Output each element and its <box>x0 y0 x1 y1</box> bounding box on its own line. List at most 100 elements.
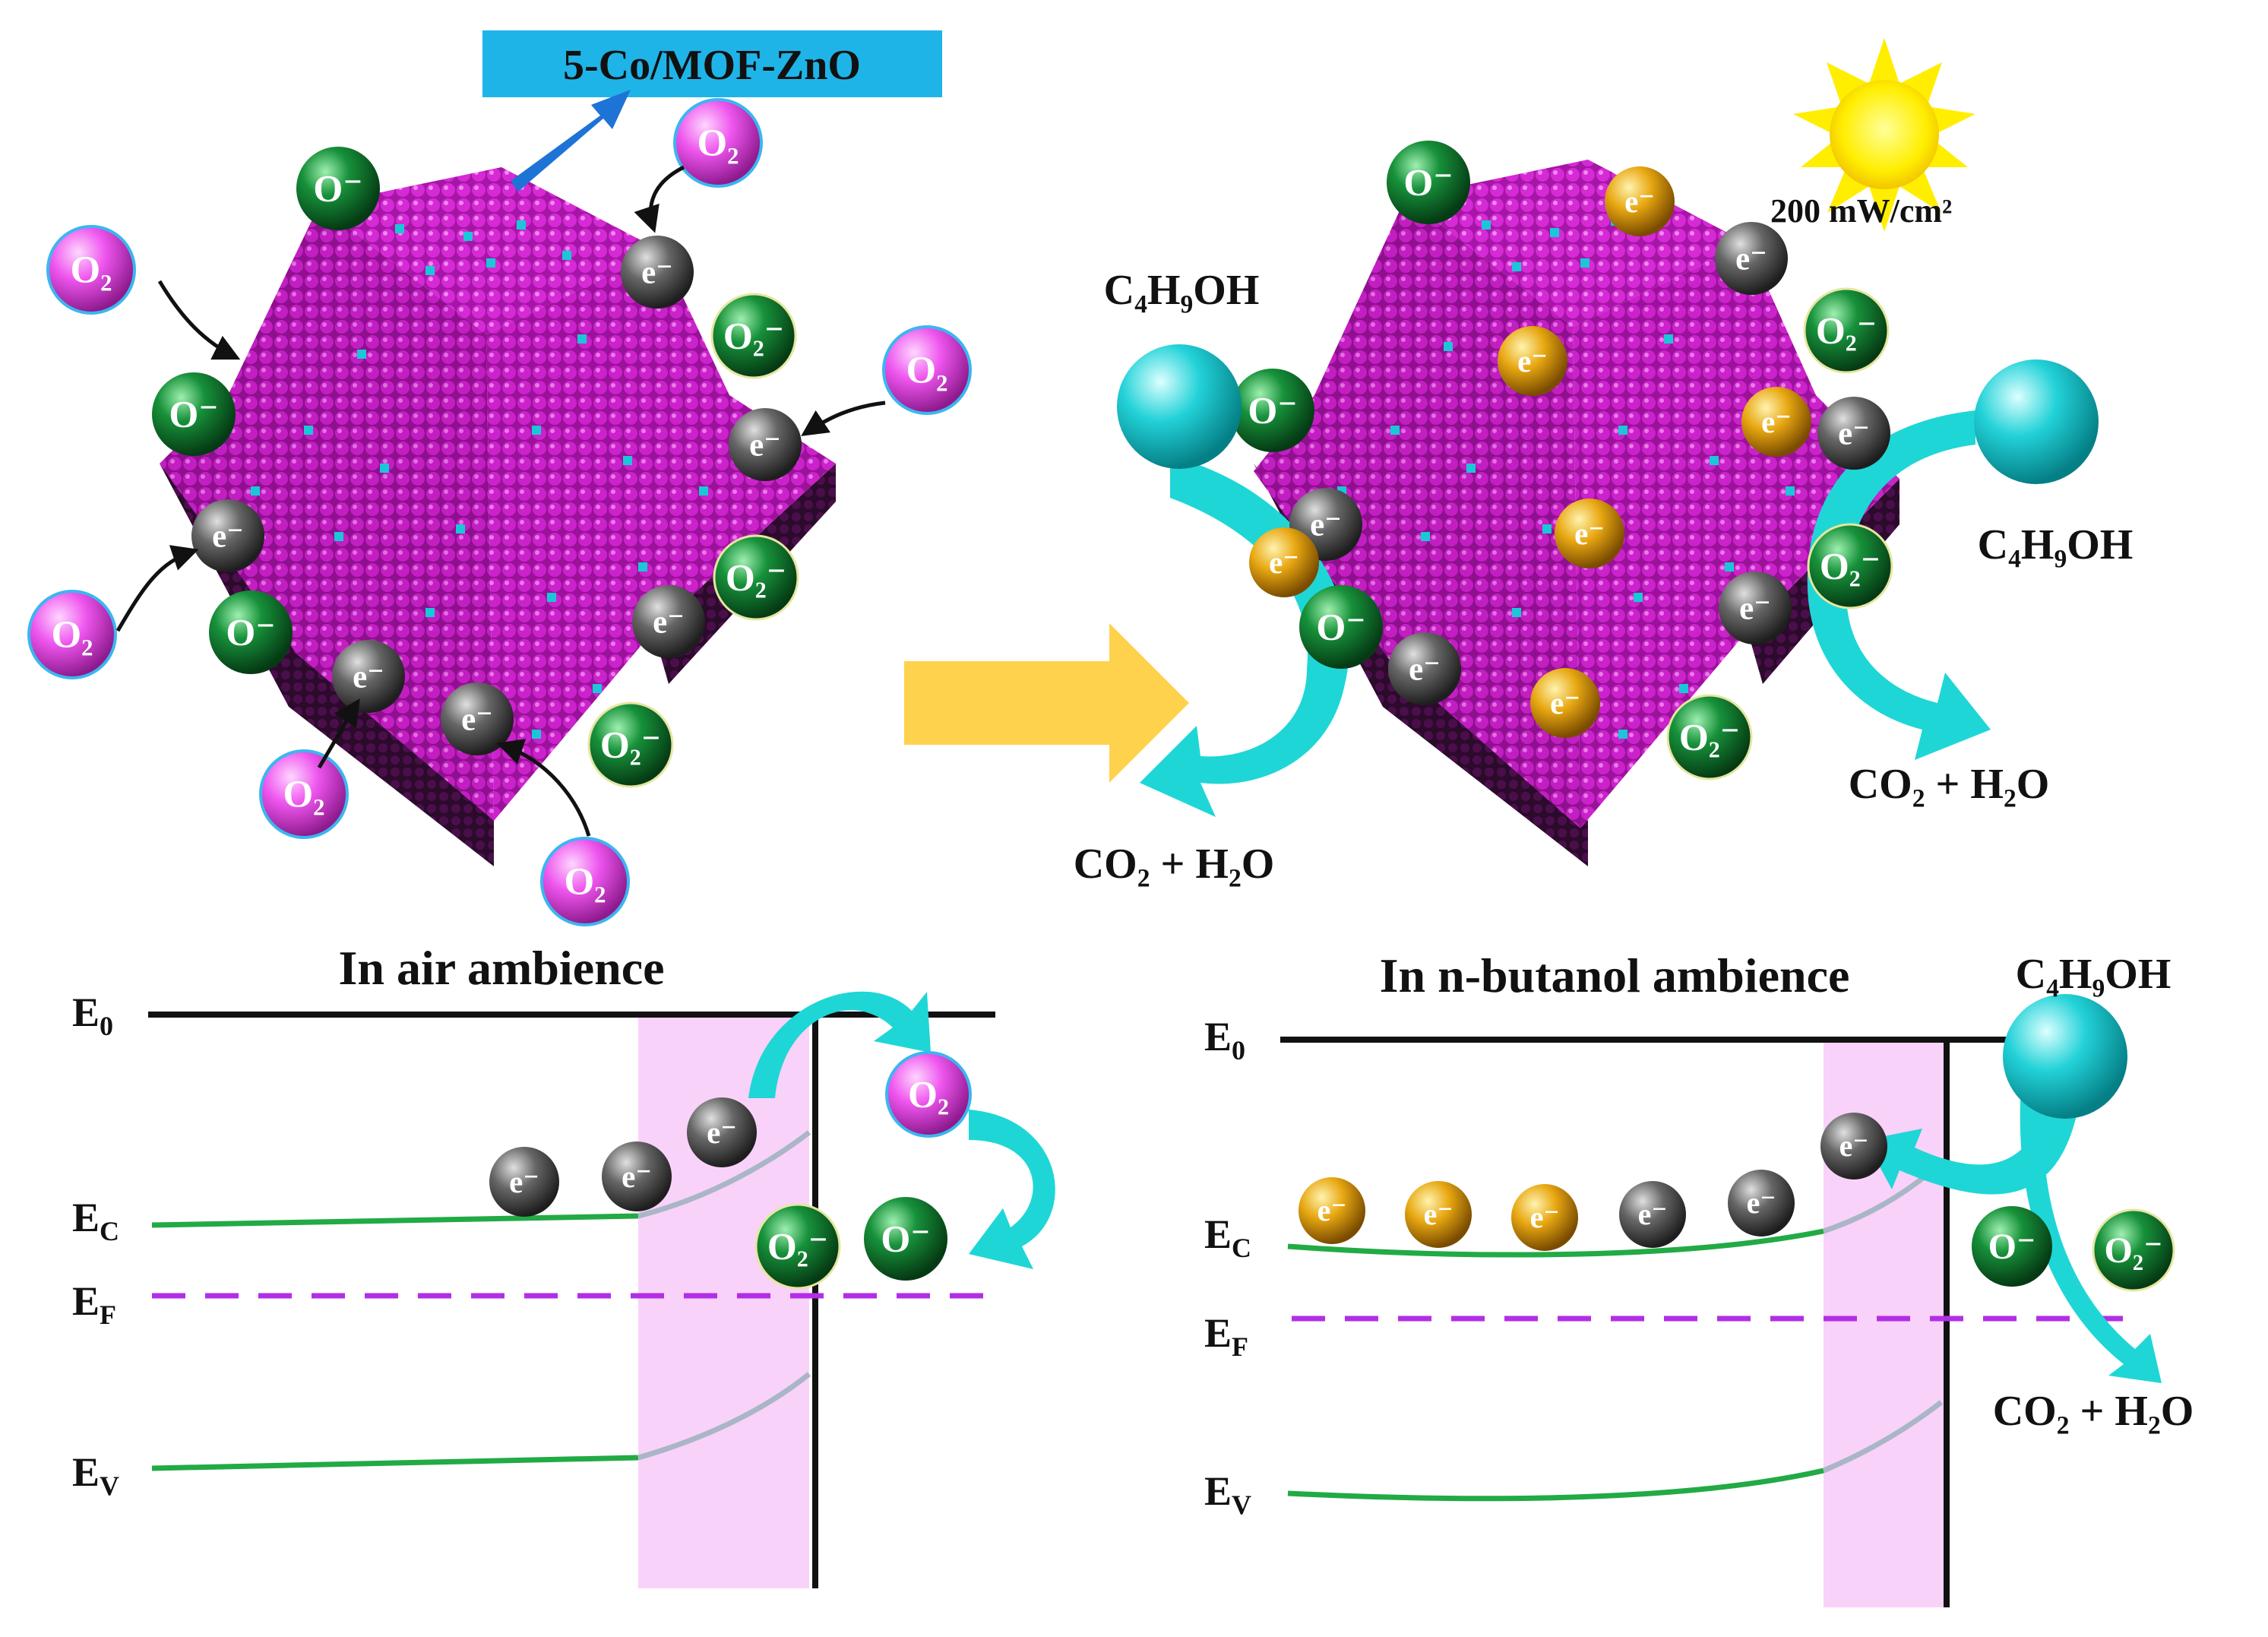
material-label: 5-Co/MOF-ZnO <box>563 42 861 89</box>
electron-sphere: e⁻ <box>1619 1181 1686 1248</box>
superoxide-ion-label: O₂⁻ <box>1816 309 1877 352</box>
electron-sphere: e⁻ <box>1817 397 1890 470</box>
oxide-ion-sphere: O⁻ <box>1387 141 1470 224</box>
electron-sphere: e⁻ <box>621 236 694 309</box>
oxygen-molecule-label: O₂ <box>697 122 739 165</box>
superoxide-ion-label: O₂⁻ <box>600 724 661 766</box>
photo-electron-sphere: e⁻ <box>1405 1181 1472 1248</box>
electron-label: e⁻ <box>212 518 244 554</box>
superoxide-ion-sphere: O₂⁻ <box>1666 694 1753 781</box>
electron-sphere: e⁻ <box>332 640 405 713</box>
oxygen-molecule-label: O₂ <box>283 774 325 816</box>
material-label-box <box>482 30 942 97</box>
oxygen-molecule-label: O₂ <box>906 350 948 392</box>
crystal-air <box>160 167 836 866</box>
photo-electron-label: e⁻ <box>1761 404 1792 439</box>
electron-sphere: e⁻ <box>1728 1170 1795 1236</box>
oxygen-molecule-sphere: O₂ <box>673 98 763 188</box>
oxygen-molecule-sphere: O₂ <box>882 325 972 415</box>
oxide-ion-label: O⁻ <box>1988 1227 2036 1267</box>
oxygen-molecule-label: O₂ <box>71 249 112 292</box>
electron-sphere: e⁻ <box>1715 222 1788 295</box>
electron-sphere: e⁻ <box>489 1147 559 1217</box>
butanol-molecule-sphere <box>1117 344 1242 469</box>
electron-label: e⁻ <box>1638 1197 1668 1231</box>
oxide-ion-label: O⁻ <box>881 1217 930 1260</box>
superoxide-ion-sphere: O₂⁻ <box>2092 1208 2175 1292</box>
electron-sphere: e⁻ <box>191 499 264 572</box>
superoxide-ion-label: O₂⁻ <box>723 315 784 357</box>
oxide-ion-label: O⁻ <box>1403 161 1453 204</box>
sun-icon <box>1793 38 1975 232</box>
butanol-molecule-sphere <box>2003 994 2127 1119</box>
electron-transfer-arrow-air <box>748 991 931 1098</box>
superoxide-ion-label: O₂⁻ <box>767 1225 828 1268</box>
butanol-ambience-title: In n-butanol ambience <box>1380 948 1850 1002</box>
oxygen-molecule-sphere: O₂ <box>27 590 117 679</box>
electron-sphere: e⁻ <box>1719 572 1792 644</box>
electron-label: e⁻ <box>1747 1186 1776 1220</box>
electron-sphere: e⁻ <box>687 1097 757 1167</box>
electron-label: e⁻ <box>1310 507 1342 543</box>
band-diagram-air <box>148 1012 995 1588</box>
superoxide-ion-sphere: O₂⁻ <box>754 1203 841 1290</box>
superoxide-ion-label: O₂⁻ <box>2104 1230 2162 1271</box>
photo-electron-label: e⁻ <box>1269 545 1299 580</box>
electron-label: e⁻ <box>509 1164 539 1199</box>
process-arrow <box>904 623 1189 783</box>
electron-label: e⁻ <box>461 701 493 737</box>
oxygen-molecule-label: O₂ <box>908 1073 949 1116</box>
label-E0-air: E0 <box>72 989 113 1041</box>
electron-label: e⁻ <box>641 255 673 290</box>
oxygen-molecule-sphere: O₂ <box>259 749 349 839</box>
electron-sphere: e⁻ <box>602 1141 672 1211</box>
butanol-molecule-sphere <box>1974 359 2099 484</box>
oxide-ion-sphere: O⁻ <box>152 372 236 456</box>
oxygen-adsorption-arrow-air <box>969 1110 1055 1269</box>
superoxide-ion-label: O₂⁻ <box>726 556 786 599</box>
superoxide-ion-sphere: O₂⁻ <box>1807 523 1893 610</box>
oxygen-molecule-label: O₂ <box>52 614 93 657</box>
air-ambience-title: In air ambience <box>338 941 664 995</box>
superoxide-ion-sphere: O₂⁻ <box>710 293 797 379</box>
oxide-ion-label: O⁻ <box>313 167 362 210</box>
photo-electron-label: e⁻ <box>1530 1200 1560 1234</box>
electron-label: e⁻ <box>707 1115 737 1150</box>
electron-sphere: e⁻ <box>632 585 705 658</box>
band-diagram-butanol <box>1280 1037 2127 1607</box>
electron-label: e⁻ <box>1739 591 1771 626</box>
oxide-ion-sphere: O⁻ <box>864 1197 947 1281</box>
photo-electron-label: e⁻ <box>1624 184 1655 219</box>
superoxide-ion-label: O₂⁻ <box>1820 545 1881 587</box>
photo-electron-label: e⁻ <box>1550 686 1580 720</box>
photo-electron-sphere: e⁻ <box>1605 166 1675 236</box>
oxide-ion-sphere: O⁻ <box>1299 585 1383 669</box>
oxygen-molecule-sphere: O₂ <box>885 1051 972 1138</box>
electron-label: e⁻ <box>622 1159 652 1194</box>
butanol-label: C₄H₉OH <box>1978 521 2134 568</box>
material-pointer-arrow <box>511 90 631 192</box>
photo-electron-label: e⁻ <box>1574 516 1605 551</box>
species-spheres: O₂O₂O₂O₂O₂O₂O⁻O⁻O⁻O₂⁻O₂⁻O₂⁻e⁻e⁻e⁻e⁻e⁻e⁻O… <box>27 98 2175 1292</box>
oxide-ion-sphere: O⁻ <box>1972 1206 2052 1287</box>
photo-electron-sphere: e⁻ <box>1498 326 1567 396</box>
superoxide-ion-label: O₂⁻ <box>1679 716 1740 758</box>
electron-sphere: e⁻ <box>729 408 802 481</box>
oxygen-molecule-sphere: O₂ <box>540 837 630 926</box>
electron-label: e⁻ <box>1838 416 1870 451</box>
light-intensity-label: 200 mW/cm² <box>1770 192 1952 230</box>
superoxide-ion-sphere: O₂⁻ <box>587 701 674 788</box>
butanol-label: C₄H₉OH <box>1104 267 1260 314</box>
electron-label: e⁻ <box>1839 1129 1869 1163</box>
oxide-ion-label: O⁻ <box>1248 389 1297 432</box>
photo-electron-sphere: e⁻ <box>1741 387 1811 457</box>
photo-electron-label: e⁻ <box>1317 1193 1347 1227</box>
oxide-ion-sphere: O⁻ <box>296 147 380 230</box>
label-EC-butanol: EC <box>1204 1211 1251 1263</box>
oxide-ion-label: O⁻ <box>226 611 275 654</box>
superoxide-ion-sphere: O₂⁻ <box>713 534 799 621</box>
electron-label: e⁻ <box>1735 241 1767 277</box>
photo-electron-label: e⁻ <box>1517 344 1548 378</box>
